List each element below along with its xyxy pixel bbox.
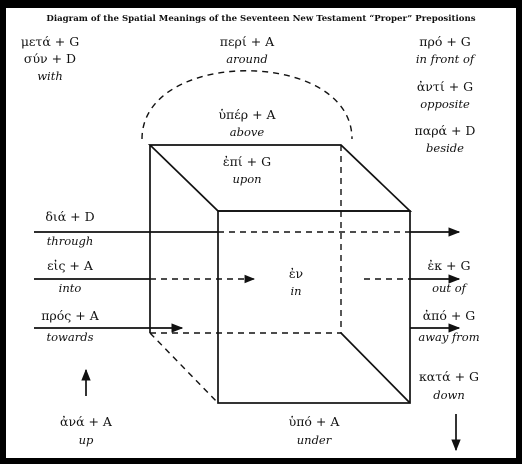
cube-front-right-bottom-edge (340, 332, 411, 404)
meta-greek: μετά + G (21, 34, 79, 49)
peri-english: around (226, 52, 267, 66)
pro-english: in front of (416, 52, 476, 66)
peri-greek: περί + A (220, 34, 275, 49)
ek-english: out of (432, 281, 468, 295)
diagram-title: Diagram of the Spatial Meanings of the S… (46, 14, 475, 24)
dia-english: through (47, 234, 94, 248)
epi-greek: ἐπί + G (223, 154, 271, 169)
cube-front-face (217, 210, 411, 404)
ana-greek: ἀνά + A (60, 414, 113, 429)
apo-english: away from (418, 330, 479, 344)
dia-greek: διά + D (45, 209, 94, 224)
en-greek: ἐν (289, 266, 303, 281)
anti-greek: ἀντί + G (417, 79, 473, 94)
pro-greek: πρό + G (419, 34, 471, 49)
para-english: beside (426, 141, 464, 155)
para-greek: παρά + D (415, 123, 476, 138)
around-arc (141, 70, 353, 140)
hypo-english: under (297, 433, 333, 447)
kata-greek: κατά + G (419, 369, 479, 384)
kata-english: down (433, 388, 465, 402)
pros-english: towards (46, 330, 93, 344)
eis-greek: εἰς + A (47, 258, 94, 273)
en-english: in (290, 284, 301, 298)
eis-english: into (59, 281, 82, 295)
cube-top-face (147, 144, 413, 212)
epi-english: upon (232, 172, 261, 186)
ana-english: up (79, 433, 94, 447)
syn-greek: σύν + D (24, 51, 76, 66)
ek-greek: ἐκ + G (428, 258, 471, 273)
anti-english: opposite (420, 97, 470, 111)
diagram-panel: Diagram of the Spatial Meanings of the S… (6, 8, 516, 458)
pros-greek: πρός + A (41, 308, 100, 323)
hyper-english: above (230, 125, 265, 139)
hypo-greek: ὑπό + A (289, 414, 341, 429)
apo-greek: ἀπό + G (423, 308, 476, 323)
cube-hidden-edge-diagonal (149, 332, 219, 404)
hyper-greek: ὑπέρ + A (218, 107, 276, 122)
syn-english: with (37, 69, 63, 83)
prepositions-diagram: Diagram of the Spatial Meanings of the S… (21, 14, 480, 452)
